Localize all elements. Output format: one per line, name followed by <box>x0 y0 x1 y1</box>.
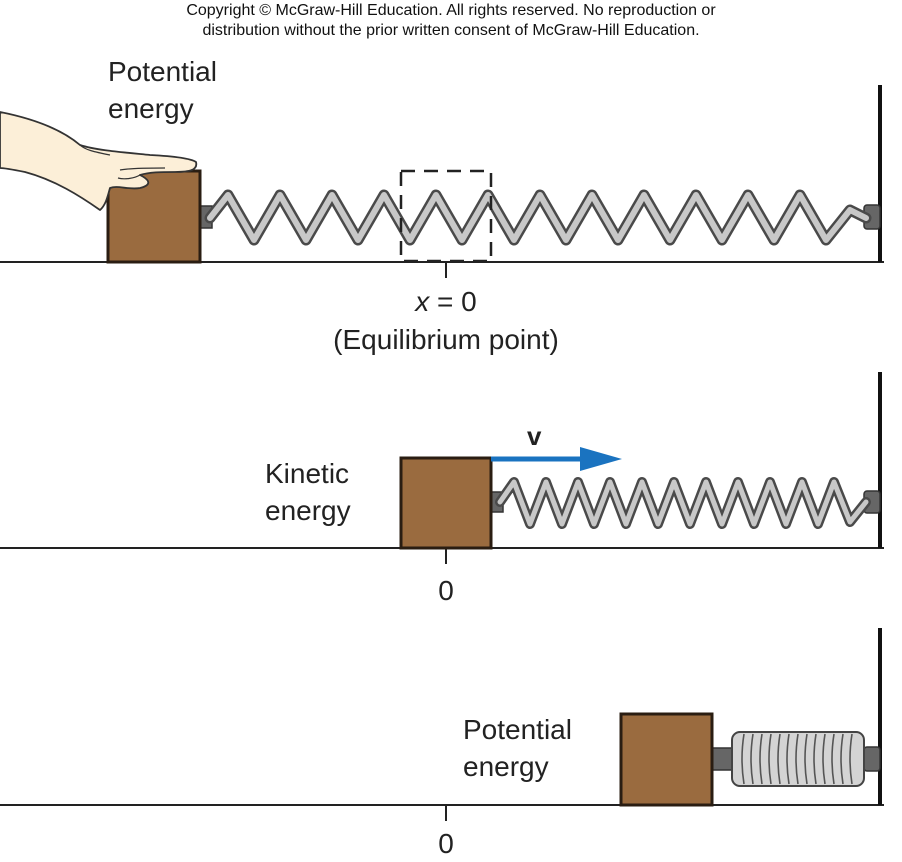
panel-3-energy-label-line-1: Potential <box>463 714 572 745</box>
velocity-label: v <box>527 421 542 451</box>
hand-icon <box>0 111 198 211</box>
position-variable: x <box>415 286 430 317</box>
panel-1-stretched <box>0 85 884 278</box>
copyright-line-2: distribution without the prior written c… <box>202 22 700 39</box>
equilibrium-position-label: x = 0 <box>346 284 546 320</box>
equilibrium-caption: (Equilibrium point) <box>333 324 559 355</box>
block-3 <box>619 712 714 807</box>
spring-stretched <box>197 189 881 246</box>
panel-2-origin-label: 0 <box>438 575 454 606</box>
panel-3-origin-label: 0 <box>438 828 454 859</box>
panel-3-compressed <box>0 628 884 821</box>
spring-compressed <box>710 731 881 787</box>
spring-natural <box>488 477 881 529</box>
block-2 <box>399 456 493 550</box>
panel-1-energy-label-line-2: energy <box>108 93 194 124</box>
copyright-line-1: Copyright © McGraw-Hill Education. All r… <box>186 2 716 19</box>
panel-3-energy-label-line-2: energy <box>463 751 549 782</box>
panel-2-energy-label-line-2: energy <box>265 495 351 526</box>
velocity-arrow <box>491 447 622 471</box>
panel-1-energy-label-line-1: Potential <box>108 56 217 87</box>
panel-2-equilibrium <box>0 372 884 564</box>
panel-2-energy-label-line-1: Kinetic <box>265 458 350 489</box>
position-equals-zero: = 0 <box>429 286 477 317</box>
